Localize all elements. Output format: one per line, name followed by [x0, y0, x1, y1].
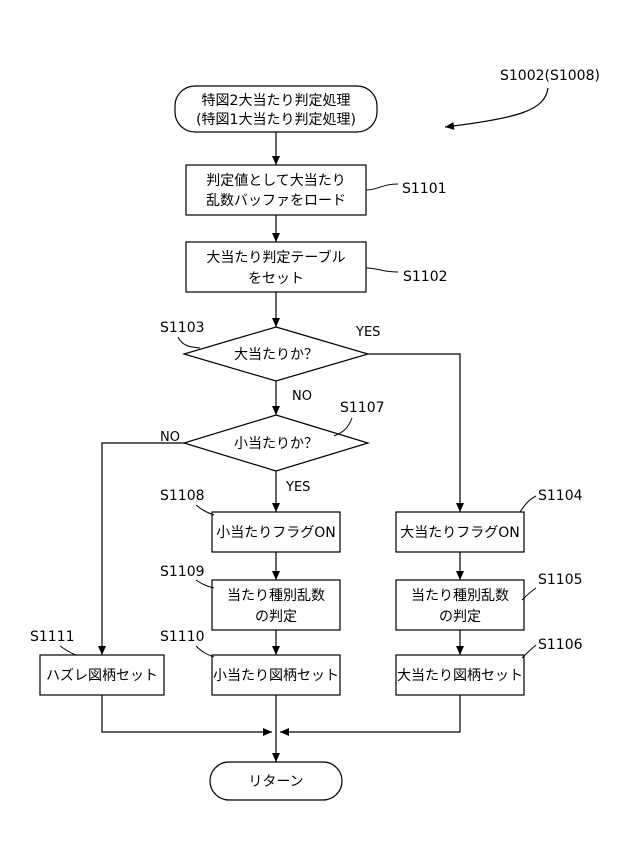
s1101-label: S1101 [402, 181, 447, 197]
s1103-no: NO [292, 389, 312, 404]
s1107-yes: YES [285, 480, 310, 495]
s1111-label: S1111 [30, 629, 75, 645]
reference-arrow [445, 88, 548, 127]
s1105-line2: の判定 [439, 609, 481, 625]
s1107-label: S1107 [340, 400, 385, 416]
start-line1: 特図2大当たり判定処理 [202, 93, 351, 109]
s1108-text: 小当たりフラグON [216, 525, 336, 541]
s1107-text: 小当たりか？ [234, 436, 318, 452]
s1105-line1: 当たり種別乱数 [411, 588, 509, 604]
s1109-line2: の判定 [255, 609, 297, 625]
s1101-line2: 乱数バッファをロード [206, 193, 346, 209]
s1102-label: S1102 [403, 269, 448, 285]
s1106-label: S1106 [538, 637, 583, 653]
s1103-label: S1103 [160, 320, 205, 336]
s1102-line2: をセット [248, 271, 304, 287]
s1111-text: ハズレ図柄セット [46, 668, 158, 684]
s1102-line1: 大当たり判定テーブル [206, 249, 345, 266]
s1110-text: 小当たり図柄セット [213, 668, 339, 684]
s1101-line1: 判定値として大当たり [206, 173, 346, 189]
s1104-label: S1104 [538, 488, 583, 504]
s1103-text: 大当たりか？ [234, 347, 318, 363]
s1109-line1: 当たり種別乱数 [227, 588, 325, 604]
s1106-text: 大当たり図柄セット [397, 668, 523, 684]
s1103-yes: YES [355, 325, 380, 340]
s1104-text: 大当たりフラグON [400, 525, 520, 541]
s1108-label: S1108 [160, 488, 205, 504]
reference-label: S1002(S1008) [500, 68, 600, 84]
end-text: リターン [248, 774, 303, 790]
s1109-label: S1109 [160, 564, 205, 580]
start-line2: (特図1大当たり判定処理) [196, 112, 356, 128]
s1110-label: S1110 [160, 629, 205, 645]
s1105-label: S1105 [538, 572, 583, 588]
